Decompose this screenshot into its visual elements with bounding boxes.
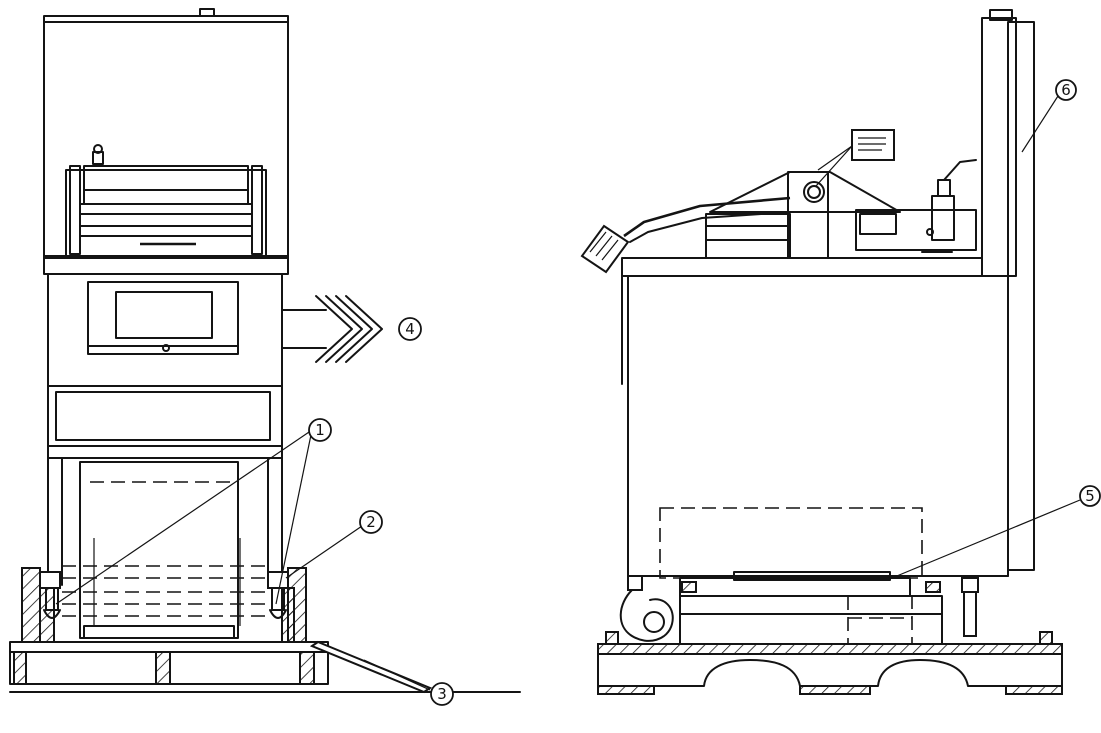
front-casters (39, 571, 289, 619)
lower-cabinet (47, 385, 283, 639)
lid-assembly (65, 144, 267, 257)
side-cabinet (621, 275, 1009, 645)
callout-4: 4 (398, 317, 422, 341)
svg-text:5: 5 (1085, 487, 1095, 505)
ramp (309, 640, 521, 694)
callout-3: 3 (430, 682, 454, 706)
callout-2: 2 (359, 510, 383, 534)
leader-lines (55, 95, 1081, 691)
side-deck (621, 257, 983, 277)
callout-5: 5 (1079, 485, 1101, 507)
upper-cabinet (43, 15, 289, 259)
svg-text:4: 4 (405, 320, 415, 338)
callout-1: 1 (308, 418, 332, 442)
svg-text:3: 3 (437, 685, 447, 703)
lid-mechanism (623, 159, 977, 259)
front-blocking (21, 567, 307, 643)
warning-tags (580, 129, 895, 274)
direction-arrow (281, 295, 383, 363)
control-panel (47, 273, 283, 387)
side-pallet (597, 631, 1063, 695)
side-view (580, 9, 1063, 695)
front-view (9, 8, 521, 694)
svg-text:1: 1 (315, 421, 325, 439)
callout-6: 6 (1055, 79, 1077, 101)
side-base (679, 581, 943, 645)
svg-text:2: 2 (366, 513, 376, 531)
svg-text:6: 6 (1061, 81, 1071, 99)
side-caster (619, 575, 979, 642)
front-pallet (9, 641, 329, 693)
